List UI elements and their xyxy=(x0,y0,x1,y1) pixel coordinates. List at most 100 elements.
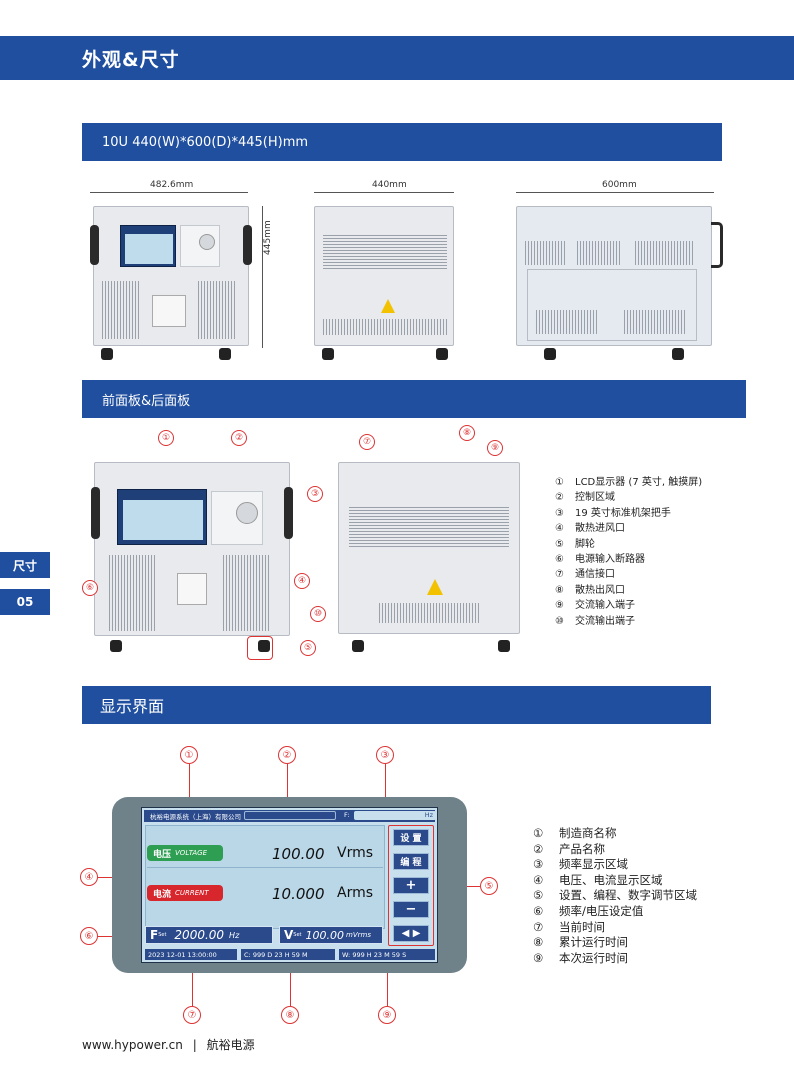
vent-grill xyxy=(525,241,567,265)
lcd-display-thumbnail xyxy=(117,489,207,545)
caster xyxy=(110,640,122,652)
section-bar-size: 10U 440(W)*600(D)*445(H)mm xyxy=(82,123,722,161)
dim-line xyxy=(314,192,454,193)
side-panel xyxy=(527,269,697,341)
voltage-value: 100.00 xyxy=(272,845,325,863)
front-panel-unit xyxy=(91,462,293,636)
dim-line xyxy=(516,192,714,193)
caster xyxy=(322,348,334,360)
rack-handle xyxy=(91,487,100,539)
dim-front-width: 482.6mm xyxy=(150,180,194,190)
setup-button[interactable]: 设 置 xyxy=(393,829,429,846)
arrow-buttons[interactable]: ◀ ▶ xyxy=(393,925,429,942)
caster xyxy=(219,348,231,360)
display-callout-6: ⑥ xyxy=(80,927,98,945)
leader-line xyxy=(290,960,291,1006)
front-view-unit xyxy=(90,206,252,346)
button-area-frame xyxy=(388,825,434,946)
rear-panel-unit xyxy=(338,462,520,634)
leader-line xyxy=(192,960,193,1006)
dim-line xyxy=(90,192,248,193)
display-callout-4: ④ xyxy=(80,868,98,886)
breaker-thumbnail xyxy=(152,295,186,327)
callout-1: ① xyxy=(158,430,174,446)
section-title-panels: 前面板&后面板 xyxy=(102,393,191,409)
footer: www.hypower.cn | 航裕电源 xyxy=(82,1036,255,1053)
callout-7: ⑦ xyxy=(359,434,375,450)
rack-handle xyxy=(243,225,252,265)
vent-grill xyxy=(577,241,621,265)
current-unit: Arms xyxy=(337,885,374,901)
display-callout-5: ⑤ xyxy=(480,877,498,895)
freq-label: F: xyxy=(344,811,350,819)
rack-handle xyxy=(284,487,293,539)
divider xyxy=(147,867,383,868)
display-callout-7: ⑦ xyxy=(183,1006,201,1024)
vent-grill xyxy=(323,235,447,269)
session-runtime: W: 999 H 23 M 59 S xyxy=(339,949,435,960)
warning-icon xyxy=(381,299,395,313)
rear-view-unit xyxy=(314,206,454,346)
leader-line xyxy=(387,960,388,1006)
side-tab-page: 05 xyxy=(0,589,50,615)
display-callout-8: ⑧ xyxy=(281,1006,299,1024)
leader-line xyxy=(189,764,190,812)
screen-top-bar: 杭裕电源系统（上海）有限公司 F: Hz xyxy=(144,810,436,822)
callout-8: ⑧ xyxy=(459,425,475,441)
caster-highlight xyxy=(247,636,273,660)
freq-display: Hz xyxy=(354,811,436,820)
voltage-unit: Vrms xyxy=(337,845,374,861)
section-bar-panels: 前面板&后面板 xyxy=(82,380,746,418)
vent-grill xyxy=(102,281,140,339)
callout-2: ② xyxy=(231,430,247,446)
vent-grill xyxy=(379,603,479,623)
intake-vent xyxy=(223,555,271,631)
control-area xyxy=(211,491,263,545)
intake-vent xyxy=(109,555,157,631)
caster xyxy=(498,640,510,652)
dim-height: 445mm xyxy=(263,220,273,255)
current-time: 2023 12-01 13:00:00 xyxy=(145,949,237,960)
rack-handle xyxy=(90,225,99,265)
display-callout-1: ① xyxy=(180,746,198,764)
vi-display-area xyxy=(145,825,385,929)
vent-grill xyxy=(635,241,695,265)
display-callout-2: ② xyxy=(278,746,296,764)
program-button[interactable]: 编 程 xyxy=(393,853,429,870)
caster xyxy=(101,348,113,360)
footer-url[interactable]: www.hypower.cn xyxy=(82,1038,183,1052)
caster xyxy=(544,348,556,360)
callout-6: ⑥ xyxy=(82,580,98,596)
display-callout-3: ③ xyxy=(376,746,394,764)
callout-9: ⑨ xyxy=(487,440,503,456)
warning-icon xyxy=(427,579,443,595)
increment-button[interactable]: + xyxy=(393,877,429,894)
decrement-button[interactable]: − xyxy=(393,901,429,918)
leader-line xyxy=(287,764,288,812)
caster xyxy=(672,348,684,360)
side-view-unit xyxy=(516,206,712,346)
side-tab-section: 尺寸 xyxy=(0,552,50,578)
current-value: 10.000 xyxy=(272,885,325,903)
callout-5: ⑤ xyxy=(300,640,316,656)
callout-10: ⑩ xyxy=(310,606,326,622)
side-handle xyxy=(711,222,723,268)
